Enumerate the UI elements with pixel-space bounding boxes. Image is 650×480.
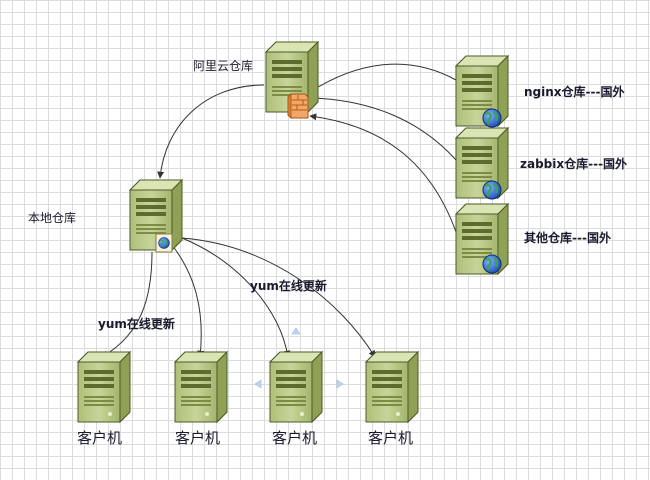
arrow-nginx-to-aliyun: [309, 63, 457, 93]
arrow-local-to-client2: [171, 244, 205, 358]
other-server: [455, 203, 509, 275]
aliyun-server: [265, 41, 319, 119]
arrow-local-to-client4: [181, 237, 376, 358]
aliyun-label: 阿里云仓库: [193, 58, 253, 73]
yum-update-label-upper: yum在线更新: [250, 278, 327, 293]
arrow-other-to-aliyun: [309, 113, 457, 233]
client-label: 客户机: [272, 429, 317, 447]
client-server-1: [77, 351, 131, 423]
client-label: 客户机: [368, 429, 413, 447]
arrow-zabbix-to-aliyun: [311, 94, 457, 161]
local-label: 本地仓库: [28, 210, 76, 225]
arrow-aliyun-to-local: [157, 84, 265, 179]
globe-icon: [481, 253, 503, 275]
client-label: 客户机: [77, 429, 122, 447]
zabbix-server: [455, 127, 509, 201]
client-server-2: [174, 351, 228, 423]
yum-update-label-lower: yum在线更新: [98, 316, 175, 331]
arrow-local-to-client3: [181, 237, 291, 358]
nginx-label: nginx仓库---国外: [524, 84, 624, 99]
globe-icon: [481, 179, 503, 201]
arrow-local-to-client1: [101, 251, 153, 358]
firewall-icon: [287, 93, 309, 119]
client-label: 客户机: [175, 429, 220, 447]
selection-handle-top[interactable]: [291, 327, 301, 335]
other-label: 其他仓库---国外: [524, 230, 611, 245]
globe-icon: [481, 107, 503, 129]
client-server-4: [365, 351, 419, 423]
client-server-3[interactable]: [269, 351, 323, 423]
selection-handles[interactable]: [254, 327, 344, 389]
document-globe-icon: [155, 233, 173, 253]
nginx-server: [455, 55, 509, 129]
local-server: [129, 179, 183, 253]
selection-handle-left[interactable]: [254, 379, 262, 389]
zabbix-label: zabbix仓库---国外: [520, 156, 627, 171]
selection-handle-right[interactable]: [336, 379, 344, 389]
